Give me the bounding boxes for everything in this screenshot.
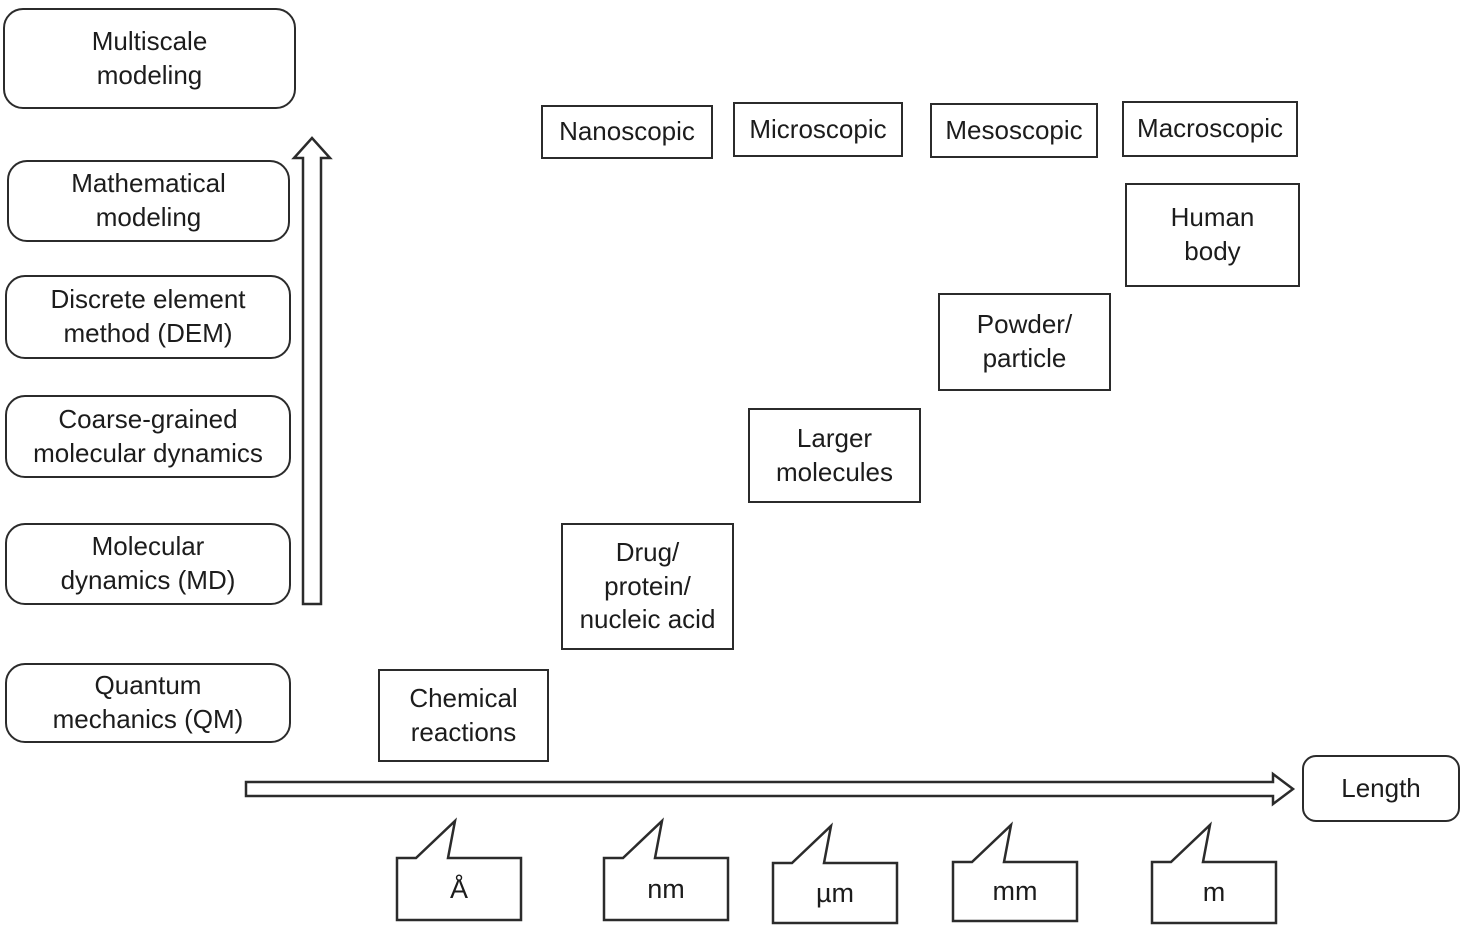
method-box-multiscale-modeling: Multiscale modeling bbox=[3, 8, 296, 109]
unit-callout-shape-meter bbox=[1150, 821, 1278, 925]
unit-callout-shape-millimeter bbox=[951, 821, 1079, 923]
length-axis-label-box: Length bbox=[1302, 755, 1460, 822]
unit-callout-meter: m bbox=[1202, 877, 1226, 907]
scale-box-microscopic: Microscopic bbox=[733, 102, 903, 157]
length-axis-arrow bbox=[244, 771, 1296, 807]
object-box-human-body: Human body bbox=[1125, 183, 1300, 287]
method-box-quantum-mechanics: Quantum mechanics (QM) bbox=[5, 663, 291, 743]
object-box-powder-particle: Powder/ particle bbox=[938, 293, 1111, 391]
unit-callout-micrometer: µm bbox=[815, 877, 855, 908]
scale-box-mesoscopic: Mesoscopic bbox=[930, 103, 1098, 158]
unit-callout-angstrom: Å bbox=[449, 873, 468, 904]
scale-box-macroscopic: Macroscopic bbox=[1122, 101, 1298, 157]
method-box-discrete-element-method: Discrete element method (DEM) bbox=[5, 275, 291, 359]
unit-callout-shape-nanometer bbox=[602, 817, 730, 922]
scale-box-nanoscopic: Nanoscopic bbox=[541, 105, 713, 159]
method-box-mathematical-modeling: Mathematical modeling bbox=[7, 160, 290, 242]
scale-up-arrow bbox=[291, 136, 333, 606]
unit-callout-shape-micrometer bbox=[771, 822, 899, 925]
method-box-coarse-grained-molecular-dynamics: Coarse-grained molecular dynamics bbox=[5, 395, 291, 478]
unit-callout-millimeter: mm bbox=[992, 876, 1038, 906]
method-box-molecular-dynamics: Molecular dynamics (MD) bbox=[5, 523, 291, 605]
object-box-drug-protein-nucleic-acid: Drug/ protein/ nucleic acid bbox=[561, 523, 734, 650]
object-box-chemical-reactions: Chemical reactions bbox=[378, 669, 549, 762]
object-box-larger-molecules: Larger molecules bbox=[748, 408, 921, 503]
unit-callout-shape-angstrom bbox=[395, 817, 523, 922]
unit-callout-nanometer: nm bbox=[647, 873, 685, 904]
